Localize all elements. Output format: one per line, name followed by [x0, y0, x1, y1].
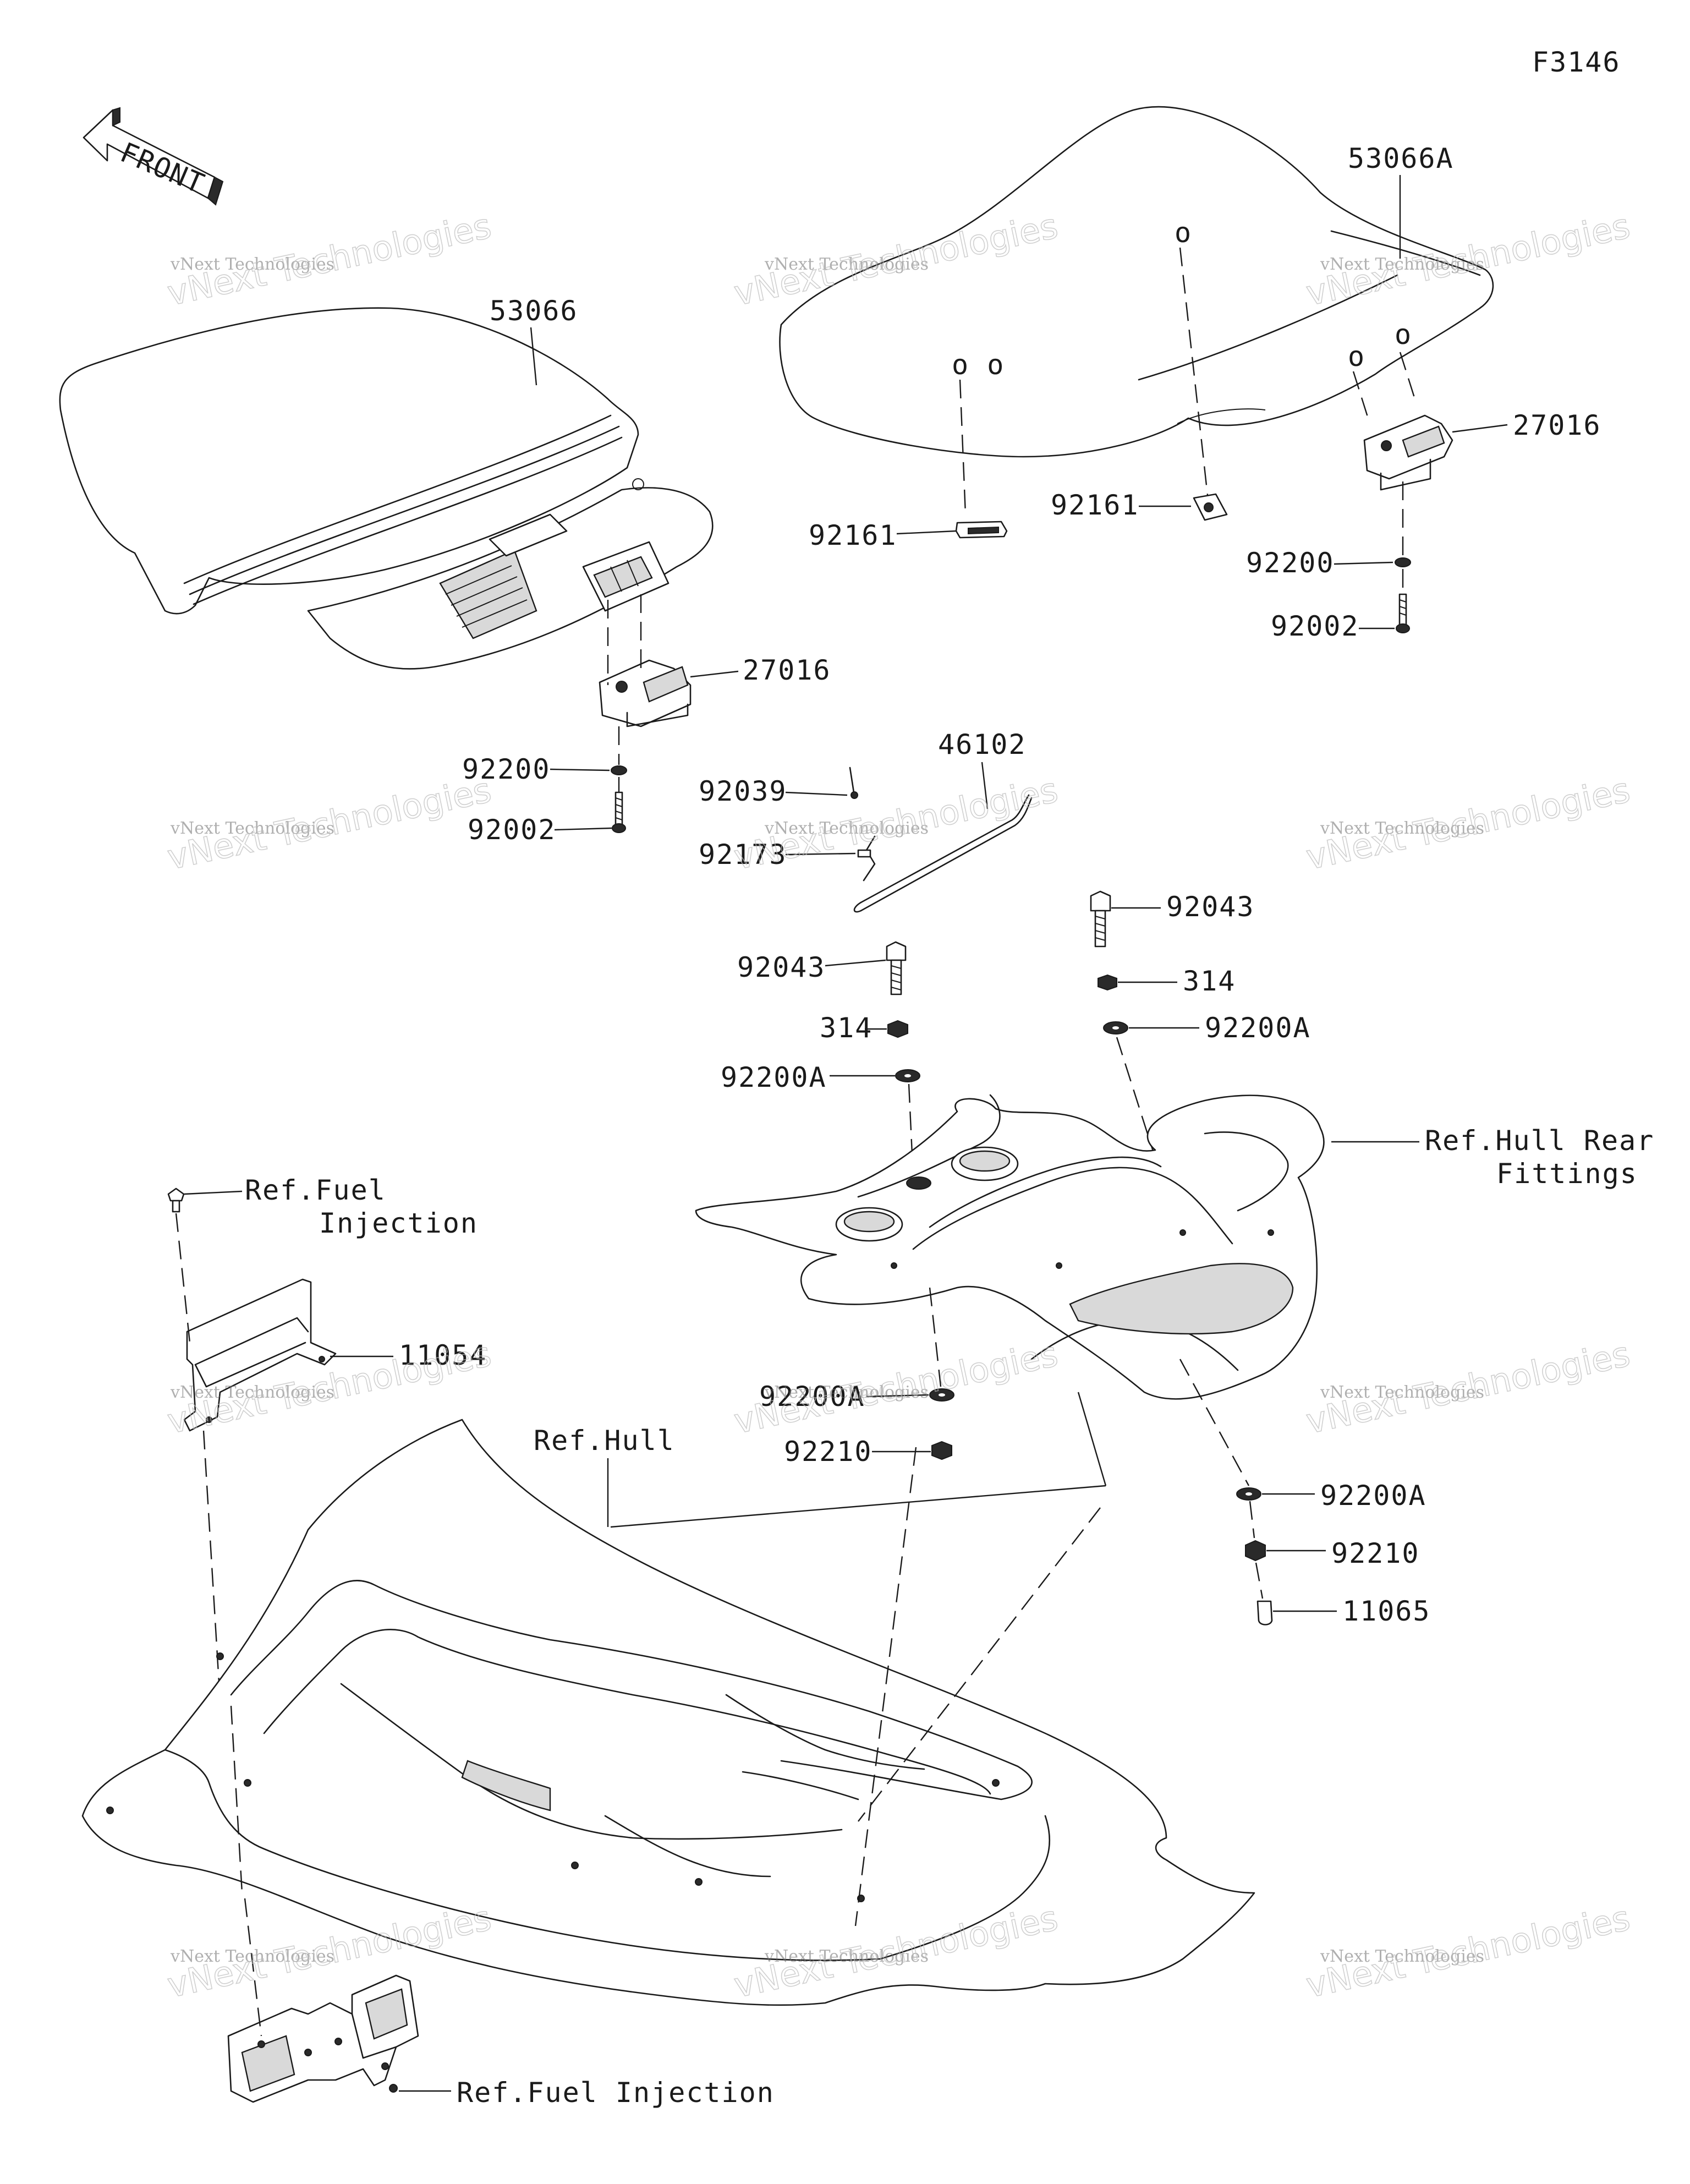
- label-314-right: 314: [1183, 965, 1236, 997]
- label-ref-fuel-bottom: Ref.Fuel Injection: [457, 2077, 775, 2109]
- label-92039: 92039: [699, 775, 787, 807]
- front-stopper: [599, 659, 692, 727]
- label-92002-rear: 92002: [1271, 610, 1359, 642]
- label-92200-rear: 92200: [1246, 547, 1335, 579]
- label-ref-fuel-1: Ref.Fuel: [245, 1174, 386, 1206]
- rear-stopper: [1363, 414, 1453, 491]
- label-ref-hull: Ref.Hull: [534, 1425, 675, 1457]
- label-92002-front: 92002: [468, 814, 556, 846]
- figure-code: F3146: [1532, 46, 1621, 78]
- label-92200A-left: 92200A: [721, 1061, 827, 1093]
- svg-text:vNext Technologies: vNext Technologies: [170, 819, 334, 838]
- nut-314-left: [887, 1020, 908, 1038]
- label-92200-front: 92200: [462, 753, 551, 785]
- svg-text:vNext Technologies: vNext Technologies: [764, 1383, 929, 1402]
- svg-text:vNext Technologies: vNext Technologies: [1320, 819, 1484, 838]
- bolt-92002-rear: [1396, 593, 1410, 633]
- nut-92210-left: [931, 1441, 952, 1460]
- label-314-left: 314: [820, 1012, 873, 1044]
- rear-seat-hole-mark: o: [1348, 341, 1365, 373]
- bracket-ref-fuel-bottom: [227, 1974, 419, 2103]
- front-seat: [59, 307, 714, 670]
- label-92043-left: 92043: [737, 951, 826, 983]
- label-92210-left: 92210: [784, 1436, 873, 1468]
- label-11054: 11054: [399, 1339, 487, 1371]
- svg-text:vNext Technologies: vNext Technologies: [170, 1383, 334, 1402]
- label-46102: 46102: [938, 729, 1027, 760]
- rear-seat-hole-mark: o o: [952, 349, 1005, 381]
- label-92043-right: 92043: [1166, 891, 1255, 923]
- cap-11065: [1256, 1600, 1273, 1625]
- label-ref-hull-rear-2: Fittings: [1496, 1158, 1638, 1190]
- front-arrow-icon: FRONT: [83, 107, 224, 206]
- label-92161-mid: 92161: [1051, 489, 1139, 521]
- label-ref-fuel-2: Injection: [319, 1207, 478, 1239]
- svg-text:vNext Technologies: vNext Technologies: [170, 255, 334, 274]
- svg-text:vNext Technologies: vNext Technologies: [1320, 1947, 1484, 1966]
- label-92200A-lower: 92200A: [759, 1381, 865, 1413]
- bracket-11054: [183, 1278, 337, 1432]
- label-53066: 53066: [490, 295, 578, 327]
- label-53066A: 53066A: [1348, 143, 1454, 174]
- clip-92161-mid: [1193, 493, 1228, 521]
- nut-314-right: [1098, 974, 1117, 991]
- rear-seat: o o o o o: [779, 106, 1494, 458]
- bolt-92043-right: [1090, 890, 1111, 948]
- rear-seat-hole-mark: o: [1395, 319, 1412, 351]
- label-27016-front: 27016: [743, 654, 831, 686]
- spring-92039: [849, 767, 858, 799]
- bolt-92043-left: [886, 941, 907, 995]
- label-92200A-bottom: 92200A: [1320, 1480, 1426, 1512]
- hull: [81, 1419, 1255, 2006]
- bolt-92002-front: [612, 791, 626, 833]
- svg-text:vNext Technologies: vNext Technologies: [764, 819, 929, 838]
- washer-92200-rear: [1395, 557, 1411, 567]
- label-92210-right: 92210: [1331, 1537, 1420, 1569]
- label-92200A-right: 92200A: [1205, 1012, 1311, 1044]
- svg-text:vNext Technologies: vNext Technologies: [764, 255, 929, 274]
- part-92173: [857, 849, 871, 858]
- label-92173: 92173: [699, 839, 787, 871]
- washer-92200-front: [611, 765, 627, 775]
- front-arrow-label: FRONT: [116, 136, 209, 200]
- label-11065: 11065: [1342, 1595, 1431, 1627]
- label-27016-rear: 27016: [1513, 409, 1601, 441]
- rear-seat-hole-mark: o: [1175, 217, 1192, 249]
- clip-92161-left: [955, 521, 1008, 539]
- svg-text:vNext Technologies: vNext Technologies: [1320, 255, 1484, 274]
- rear-fittings: [695, 1094, 1325, 1400]
- svg-text:vNext Technologies: vNext Technologies: [1320, 1383, 1484, 1402]
- nut-92210-right: [1245, 1540, 1266, 1562]
- svg-text:vNext Technologies: vNext Technologies: [170, 1947, 334, 1966]
- label-92161-left: 92161: [809, 519, 897, 551]
- label-ref-hull-rear-1: Ref.Hull Rear: [1425, 1125, 1654, 1157]
- bolt-ref-fuel-top: [167, 1187, 185, 1213]
- svg-text:vNext Technologies: vNext Technologies: [764, 1947, 929, 1966]
